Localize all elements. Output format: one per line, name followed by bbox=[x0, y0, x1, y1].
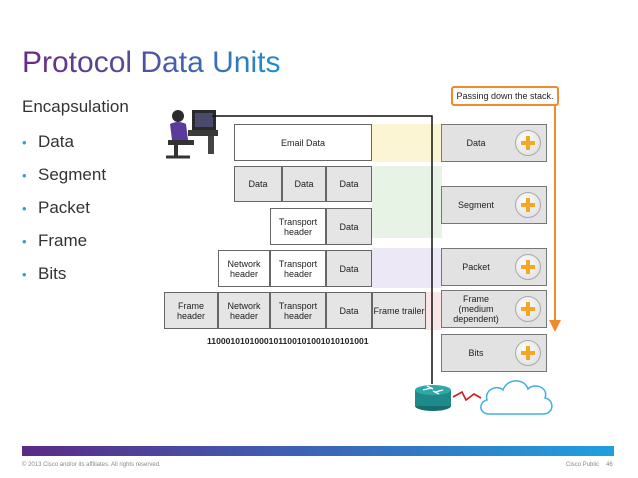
bullet-text: Frame bbox=[38, 231, 88, 250]
plus-icon bbox=[515, 130, 541, 156]
serial-link-icon bbox=[452, 390, 482, 402]
bullet-icon: • bbox=[22, 167, 27, 183]
layer-packet: Packet bbox=[441, 248, 547, 286]
bullet-text: Bits bbox=[38, 264, 67, 283]
bullet-list: • Data • Segment • Packet • Frame • Bits bbox=[22, 132, 106, 297]
plus-icon bbox=[515, 192, 541, 218]
bullet-item: • Bits bbox=[22, 264, 106, 297]
layer-label: Data bbox=[466, 138, 486, 148]
layer-label: Segment bbox=[457, 200, 495, 210]
router-icon bbox=[415, 385, 451, 411]
bullet-item: • Frame bbox=[22, 231, 106, 264]
footer-copyright: © 2013 Cisco and/or its affiliates. All … bbox=[22, 462, 161, 468]
footer-bar bbox=[22, 446, 614, 456]
layer-bits: Bits bbox=[441, 334, 547, 372]
down-arrow-icon bbox=[549, 106, 561, 332]
transport-header-cell: Transport header bbox=[270, 208, 326, 245]
data-cell: Data bbox=[326, 292, 372, 329]
bullet-icon: • bbox=[22, 266, 27, 282]
bullet-text: Segment bbox=[38, 165, 107, 184]
callout-passing-down: Passing down the stack. bbox=[451, 86, 559, 106]
slide-title: Protocol Data Units bbox=[22, 46, 281, 79]
layer-label: Packet bbox=[462, 262, 490, 272]
data-cell: Data bbox=[282, 166, 326, 202]
layer-segment: Segment bbox=[441, 186, 547, 224]
bullet-item: • Segment bbox=[22, 165, 106, 198]
data-cell: Data bbox=[326, 250, 372, 287]
layer-label: Bits bbox=[468, 348, 484, 358]
layer-data: Data bbox=[441, 124, 547, 162]
band-frame bbox=[424, 292, 442, 330]
page-number: 46 bbox=[606, 462, 613, 468]
band-packet bbox=[372, 248, 442, 288]
frame-header-cell: Frame header bbox=[164, 292, 218, 329]
bullet-text: Data bbox=[38, 132, 74, 151]
transport-header-cell: Transport header bbox=[270, 292, 326, 329]
layer-label: Frame (medium dependent) bbox=[453, 294, 499, 324]
bullet-item: • Packet bbox=[22, 198, 106, 231]
band-segment bbox=[372, 166, 442, 238]
email-data-cell: Email Data bbox=[234, 124, 372, 161]
plus-icon bbox=[515, 340, 541, 366]
bits-stream: 1100010101000101100101001010101001 bbox=[207, 336, 369, 346]
bullet-icon: • bbox=[22, 233, 27, 249]
plus-icon bbox=[515, 296, 541, 322]
data-cell: Data bbox=[326, 166, 372, 202]
subtitle: Encapsulation bbox=[22, 97, 129, 116]
plus-icon bbox=[515, 254, 541, 280]
bullet-icon: • bbox=[22, 134, 27, 150]
bullet-text: Packet bbox=[38, 198, 90, 217]
computer-user-icon bbox=[166, 110, 218, 159]
band-data bbox=[372, 124, 442, 162]
bullet-item: • Data bbox=[22, 132, 106, 165]
cloud-icon bbox=[480, 380, 553, 415]
bullet-icon: • bbox=[22, 200, 27, 216]
transport-header-cell: Transport header bbox=[270, 250, 326, 287]
layer-frame: Frame (medium dependent) bbox=[441, 290, 547, 328]
network-header-cell: Network header bbox=[218, 250, 270, 287]
network-header-cell: Network header bbox=[218, 292, 270, 329]
frame-trailer-cell: Frame trailer bbox=[372, 292, 426, 329]
data-cell: Data bbox=[234, 166, 282, 202]
footer-classification: Cisco Public bbox=[566, 462, 600, 468]
data-cell: Data bbox=[326, 208, 372, 245]
